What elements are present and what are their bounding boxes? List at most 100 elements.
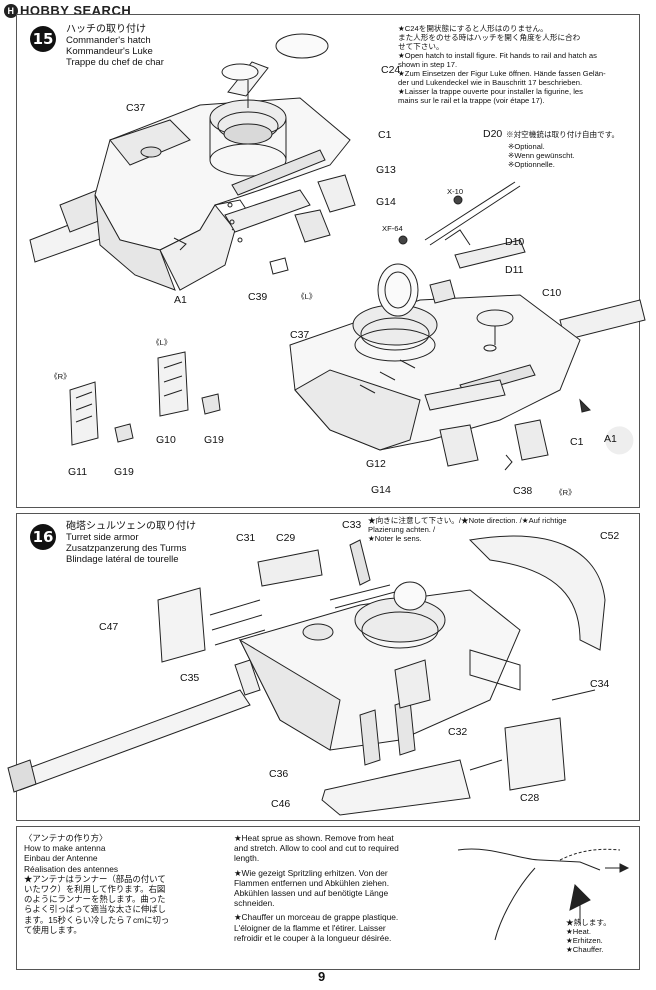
part-c47: C47 (99, 621, 119, 633)
part-d10: D10 (505, 236, 525, 248)
antenna-fr-line: refroidir et le couper à la longueur dés… (234, 932, 392, 943)
part-c28: C28 (520, 792, 540, 804)
step15-note-line: shown in step 17. (398, 60, 458, 69)
heat-fr: ★Chauffer. (566, 945, 604, 954)
antenna-de-line: ★Wie gezeigt Spritzling erhitzen. Von de… (234, 867, 388, 878)
antenna-en-line: length. (234, 853, 260, 864)
step15-turret-right (289, 181, 646, 471)
part-c1: C1 (378, 129, 392, 141)
part-c24: C24 (381, 64, 401, 76)
antenna-jp-line: いたワク）を利用して作ります。右図 (24, 884, 166, 895)
antenna-title-en: How to make antenna (24, 843, 106, 854)
antenna-de-line: Flammen entfernen und Abkühlen ziehen. (234, 877, 390, 888)
antenna-title-block: 〈アンテナの作り方〉 How to make antenna Einbau de… (24, 833, 224, 935)
part-c31: C31 (236, 532, 256, 544)
part-g10: G10 (156, 434, 176, 446)
side-left-label: 《L》 (297, 292, 317, 301)
part-c37: C37 (126, 102, 146, 114)
step15-title-jp: ハッチの取り付け (66, 24, 146, 35)
antenna-illustration (457, 848, 630, 941)
part-c39: C39 (248, 291, 268, 303)
antenna-panel (16, 826, 640, 970)
part-c46: C46 (271, 798, 291, 810)
part-g14: G14 (376, 196, 396, 208)
antenna-title-jp: 〈アンテナの作り方〉 (24, 833, 108, 843)
antenna-jp-line: て使用します。 (24, 924, 82, 935)
part-g13: G13 (376, 164, 396, 176)
optional-fr: ※Optionnelle. (508, 160, 555, 169)
heat-de: ★Erhitzen. (566, 936, 603, 945)
part-c1: C1 (570, 436, 584, 448)
antenna-fr-line: L'éloigner de la flamme et l'étirer. Lai… (234, 922, 386, 933)
step15-note-line: ★C24を開状態にすると人形はのりません。 (398, 24, 548, 33)
step16-title-de: Zusatzpanzerung des Turms (66, 543, 187, 554)
step15-note-line: ★Open hatch to install figure. Fit hands… (398, 51, 597, 60)
part-g11: G11 (68, 466, 88, 478)
optional-en: ※Optional. (508, 142, 545, 151)
side-right-label: 《R》 (50, 372, 71, 381)
direction-note-line: Plazierung achten. / (368, 525, 436, 534)
part-c52: C52 (600, 530, 620, 542)
antenna-jp-line: ます。15秒くらい冷したら７cmに切っ (24, 914, 170, 925)
part-d11: D11 (505, 264, 524, 276)
step16-turret (7, 535, 606, 816)
side-right-label: 《R》 (555, 488, 576, 497)
part-c33: C33 (342, 519, 362, 531)
step16-title-block: 砲塔シュルツェンの取り付け Turret side armor Zusatzpa… (66, 521, 196, 565)
part-a1: A1 (604, 433, 617, 445)
step15-number: 15 (30, 26, 56, 52)
direction-note-line: ★Noter le sens. (368, 534, 422, 543)
heat-jp: ★熱します。 (566, 918, 611, 927)
optional-de: ※Wenn gewünscht. (508, 151, 575, 160)
step15-note-block: ★C24を開状態にすると人形はのりません。 また人形をのせる時はハッチを開く角度… (398, 24, 638, 105)
step15-title-de: Kommandeur's Luke (66, 46, 153, 57)
antenna-en-line: and stretch. Allow to cool and cut to re… (234, 843, 399, 854)
step15-note-line: ★Zum Einsetzen der Figur Luke öffnen. Hä… (398, 69, 606, 78)
step16-title-fr: Blindage latéral de tourelle (66, 554, 179, 565)
part-c10: C10 (542, 287, 562, 299)
part-g19: G19 (114, 466, 134, 478)
part-g14: G14 (371, 484, 391, 496)
step16-panel (16, 513, 640, 821)
step15-note-line: また人形をのせる時はハッチを開く角度を人形に合わ (398, 33, 581, 42)
antenna-jp-line: らよく引っぱって適当な太さに伸ばし (24, 904, 166, 915)
step15-note-line: der und Lukendeckel wie in Bauschritt 17… (398, 78, 583, 87)
antenna-de-line: schneiden. (234, 898, 275, 909)
part-c34: C34 (590, 678, 610, 690)
direction-note-line: ★向きに注意して下さい。/★Note direction. /★Auf rich… (368, 516, 567, 525)
antenna-de-line: Abkühlen lassen und auf benötigte Länge (234, 888, 389, 899)
logo-badge: H (4, 4, 18, 18)
antenna-fr-line: ★Chauffer un morceau de grappe plastique… (234, 912, 399, 923)
antenna-en-line: ★Heat sprue as shown. Remove from heat (234, 833, 394, 843)
paint-xf64: XF-64 (382, 224, 403, 233)
step15-turret-left (29, 33, 356, 291)
part-c29: C29 (276, 532, 296, 544)
step15-note-line: せて下さい。 (398, 42, 444, 51)
step15-title-fr: Trappe du chef de char (66, 57, 164, 68)
step15-title-en: Commander's hatch (66, 35, 151, 46)
part-c36: C36 (269, 768, 289, 780)
step16-title-jp: 砲塔シュルツェンの取り付け (66, 521, 196, 532)
part-c35: C35 (180, 672, 200, 684)
heat-en: ★Heat. (566, 927, 591, 936)
part-c38: C38 (513, 485, 533, 497)
step15-note-line: mains sur le rail et la trappe (voir éta… (398, 96, 545, 105)
part-g12: G12 (366, 458, 386, 470)
heat-label-block: ★熱します。 ★Heat. ★Erhitzen. ★Chauffer. (566, 918, 611, 954)
antenna-instructions: ★Heat sprue as shown. Remove from heat a… (234, 833, 446, 943)
step16-number: 16 (30, 524, 56, 550)
antenna-title-de: Einbau der Antenne (24, 853, 98, 864)
part-a1: A1 (174, 294, 187, 306)
optional-jp: ※対空機銃は取り付け自由です。 (506, 130, 620, 139)
direction-note: ★向きに注意して下さい。/★Note direction. /★Auf rich… (368, 516, 638, 543)
paint-x10: X-10 (447, 187, 464, 196)
part-c32: C32 (448, 726, 468, 738)
step15-detail-parts (69, 351, 634, 455)
step16-title-en: Turret side armor (66, 532, 139, 543)
step15-title-block: ハッチの取り付け Commander's hatch Kommandeur's … (66, 24, 164, 68)
step15-panel (16, 14, 640, 508)
antenna-title-fr: Réalisation des antennes (24, 863, 119, 874)
antenna-jp-line: のようにランナーを熱します。曲った (24, 894, 166, 905)
antenna-jp-line: ★アンテナはランナー（部品の付いて (24, 873, 166, 884)
